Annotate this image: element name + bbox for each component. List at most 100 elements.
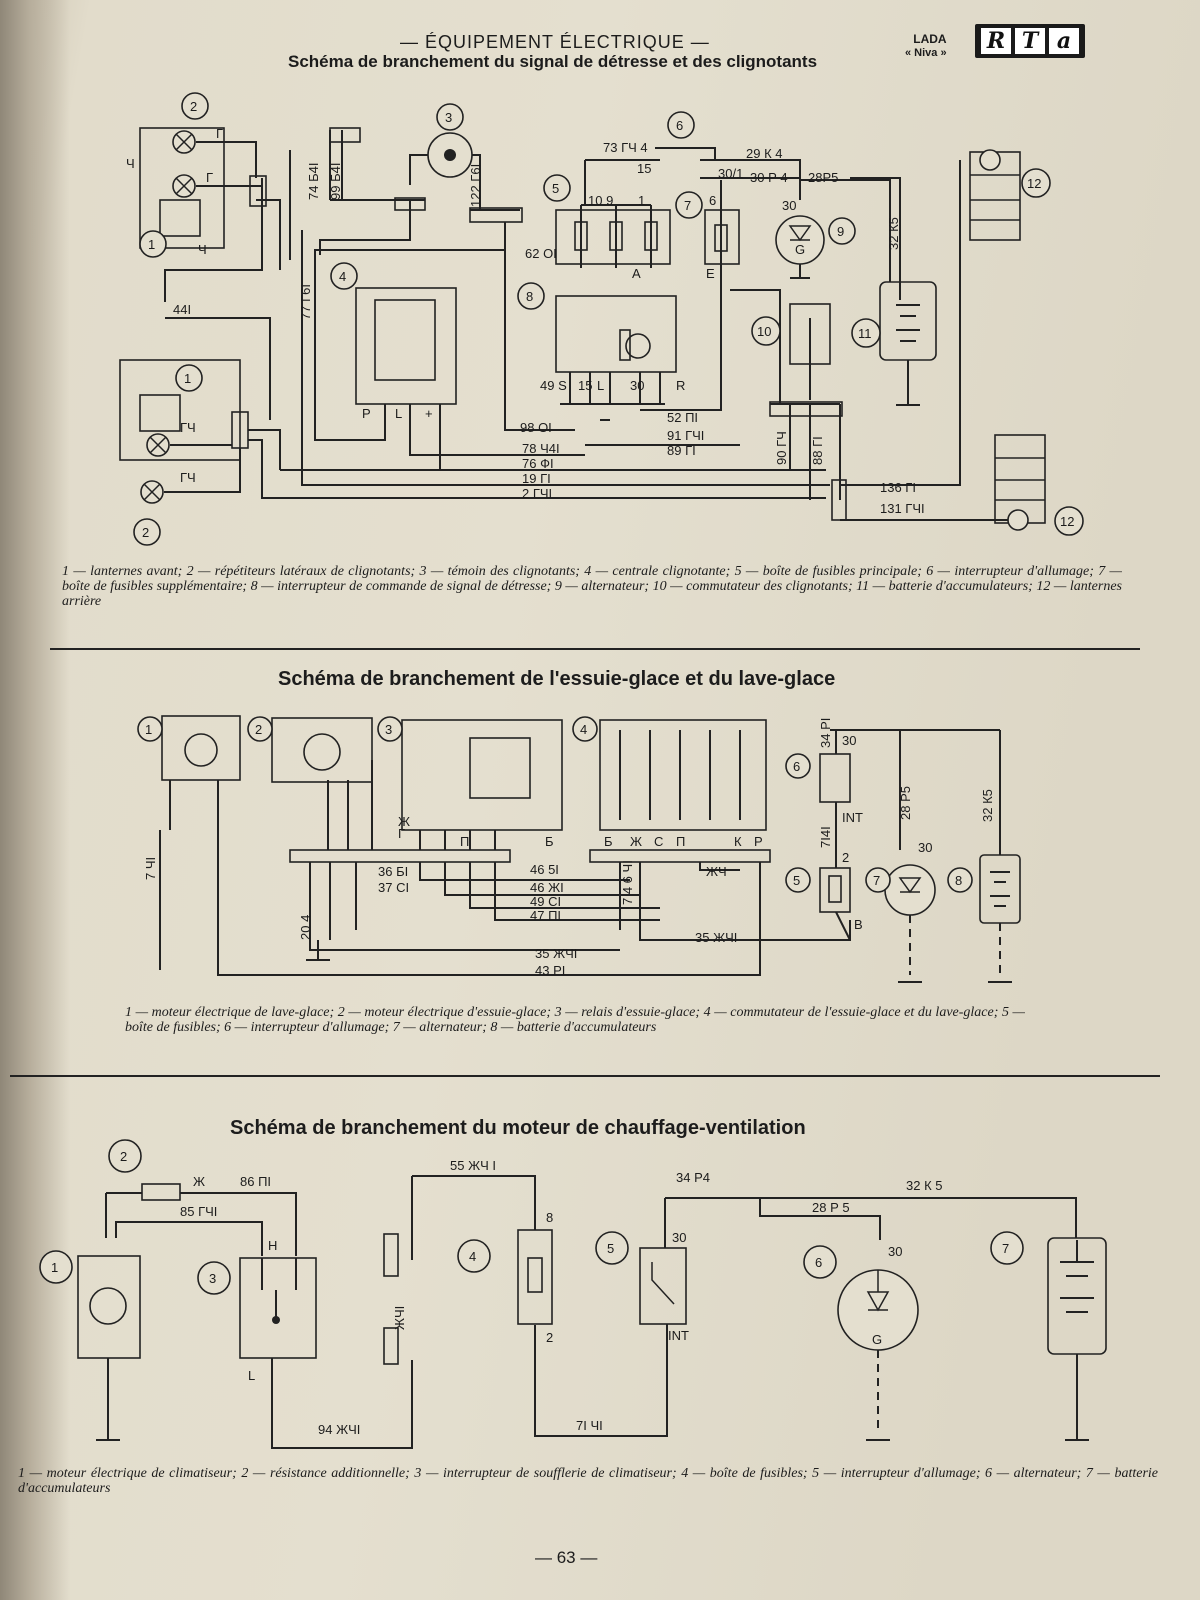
ignition-wiring-s2: [830, 729, 1001, 855]
fuse-box-s3: [517, 1229, 553, 1325]
hazard-switch-wiring: [504, 222, 740, 446]
marker-s1-10: 10: [757, 324, 771, 339]
rear-lantern-top-lines: [970, 174, 1020, 221]
wire-label: 35 ЖЧІ: [535, 946, 577, 961]
blower-switch-wiring: [271, 1176, 413, 1449]
wire-label: 99 Б4І: [328, 163, 343, 200]
marker-s3-2: 2: [120, 1149, 127, 1164]
section-divider-1: [50, 648, 1140, 650]
wire-label: ЖЧІ: [392, 1306, 407, 1330]
alternator-symbol-s2: [884, 864, 936, 916]
wire-label: 20 4: [298, 915, 313, 940]
header-brand: LADA « Niva »: [905, 32, 947, 60]
wire-label: 30/1: [718, 166, 743, 181]
blower-switch-pivot: [272, 1316, 280, 1324]
wire-label: 2 ГЧІ: [522, 486, 552, 501]
section1-wire-labels: 73 ГЧ 4 29 К 4 30 Р 4 28Р5 15 30/1 10 9 …: [126, 126, 925, 516]
connector-block: [249, 175, 267, 207]
turn-switch-wiring: [730, 289, 841, 500]
main-fuse-wiring: [580, 159, 660, 268]
battery-cells-s3: [1060, 1240, 1094, 1441]
marker-s3-3: 3: [209, 1271, 216, 1286]
wire-label: 49 СІ: [530, 894, 561, 909]
page-fold-shadow: [0, 0, 70, 1600]
wire-label: ГЧ: [180, 470, 196, 485]
wire-label: 52 ПІ: [667, 410, 698, 425]
wire-label: L: [395, 406, 402, 421]
wire-label: 43 РІ: [535, 963, 565, 978]
wire-label: Р: [754, 834, 763, 849]
marker-s2-6: 6: [793, 759, 800, 774]
flasher-relay: [374, 299, 436, 381]
wire-label: 49 S: [540, 378, 567, 393]
heater-motor-ground: [96, 1358, 120, 1441]
battery-box-s1: [879, 281, 937, 361]
wire-label: 28 Р 5: [812, 1200, 850, 1215]
wire-label: G: [795, 242, 805, 257]
wire-label: 30: [672, 1230, 686, 1245]
wire-label: 76 ФІ: [522, 456, 554, 471]
section1-caption: 1 — lanternes avant; 2 — répétiteurs lat…: [62, 564, 1122, 609]
marker-s1-6: 6: [676, 118, 683, 133]
wire-label: П: [460, 834, 469, 849]
ignition-feed-s3: [664, 1197, 1077, 1248]
wiper-motor-box: [271, 717, 373, 783]
wire-label: 15: [637, 161, 651, 176]
wire-label: 7І4І: [818, 826, 833, 848]
warning-lamp-wiring: [395, 154, 520, 211]
marker-s1-12a: 12: [1027, 176, 1041, 191]
marker-s2-1: 1: [145, 722, 152, 737]
wire-label: 30: [888, 1244, 902, 1259]
section2-wire-labels: 34 РІ 30 INT 7І4І 2 B 28 Р5 30 32 К5 7 Ч…: [143, 718, 995, 978]
wire-label: 30: [842, 733, 856, 748]
marker-s1-4: 4: [339, 269, 346, 284]
ignition-switch-box-s2: [819, 753, 851, 803]
wire-label: 7 4 6 ЧІ: [620, 860, 635, 905]
wire-label: G: [872, 1332, 882, 1347]
lamp-cross-marks-2: [143, 436, 167, 501]
turn-switch-connector: [769, 401, 843, 417]
front-lantern-right-inner: [139, 394, 181, 432]
wire-label: К: [734, 834, 742, 849]
flasher-wiring: [314, 249, 585, 470]
logo-letter-r: R: [981, 28, 1011, 54]
ignition-switch-contact: [651, 1262, 675, 1305]
wire-label: 122 Г6І: [468, 164, 483, 207]
rear-lantern-wiring: [840, 160, 1008, 521]
wire-label: 10 9: [588, 193, 613, 208]
wire-label: 15: [578, 378, 592, 393]
wire-label: Ж: [398, 814, 410, 829]
alternator-ground: [790, 264, 810, 279]
wire-label: 32 К 5: [906, 1178, 943, 1193]
connector-top-s3: [383, 1233, 399, 1277]
battery-cells-s2: [990, 871, 1010, 907]
wire-label: 29 К 4: [746, 146, 783, 161]
fuse-s3: [527, 1257, 543, 1293]
wire-label: 86 ПІ: [240, 1174, 271, 1189]
wire-label: 88 ГІ: [810, 436, 825, 465]
marker-s1-3: 3: [445, 110, 452, 125]
wire-label: ГЧ: [180, 420, 196, 435]
wire-label: INT: [668, 1328, 689, 1343]
ignition-switch-wiring: [655, 147, 901, 300]
wire-label: 28Р5: [808, 170, 838, 185]
wire-label: 36 БІ: [378, 864, 408, 879]
wire-label: 89 ГІ: [667, 443, 696, 458]
section1-markers: 2 3 6 5 7 9 12 1 4 8 10 11 1 2 12: [133, 92, 1084, 546]
marker-s3-6: 6: [815, 1255, 822, 1270]
wire-label: 98 ОІ: [520, 420, 552, 435]
marker-s1-5: 5: [552, 181, 559, 196]
bus-connector-top: [469, 207, 523, 223]
wire-label: 73 ГЧ 4: [603, 140, 648, 155]
section3-caption: 1 — moteur électrique de climatiseur; 2 …: [18, 1466, 1158, 1496]
battery-feed: [830, 179, 891, 282]
section3-title: Schéma de branchement du moteur de chauf…: [230, 1117, 806, 1139]
wire-label: L: [248, 1368, 255, 1383]
rear-lamp-bottom-icon: [1007, 509, 1029, 531]
lamp-cross-marks: [175, 133, 193, 195]
wire-label: 19 ГІ: [522, 471, 551, 486]
marker-s1-8: 8: [526, 289, 533, 304]
front-left-wiring: [164, 141, 281, 302]
wire-label: 90 ГЧ: [774, 431, 789, 465]
